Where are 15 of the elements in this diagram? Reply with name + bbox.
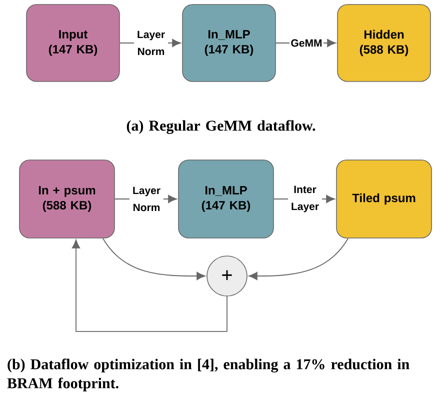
process-box: In_MLP (147 KB) — [182, 4, 276, 82]
edge-label: Inter Layer — [288, 184, 322, 214]
caption: (b) Dataflow optimization in [4], enabling a 17% reduction in BRAM footprint. — [7, 358, 410, 392]
edge-label: Layer Norm — [130, 186, 164, 212]
process-box: Input (147 KB) — [26, 4, 120, 82]
edge-label: GeMM — [290, 38, 324, 48]
process-box: Tiled psum — [336, 160, 432, 238]
process-box: In_MLP (147 KB) — [178, 160, 274, 238]
edge-label: Layer Norm — [134, 30, 168, 56]
arrow — [102, 238, 206, 280]
process-box: In + psum (588 KB) — [19, 160, 115, 238]
caption: (a) Regular GeMM dataflow. — [126, 120, 316, 134]
process-box: Hidden (588 KB) — [337, 4, 431, 82]
arrow — [72, 240, 228, 332]
arrow — [248, 238, 349, 280]
